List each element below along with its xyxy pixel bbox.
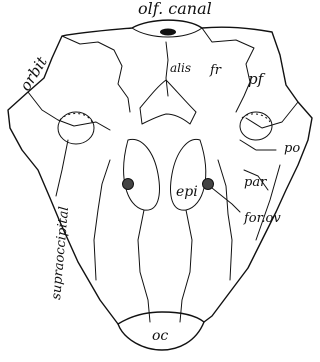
label-pf: pf (248, 70, 266, 88)
olfactory-canal (132, 28, 202, 37)
occipital-condyle (118, 312, 204, 324)
label-olfactory-canal: olf. canal (138, 0, 212, 18)
label-alis: alis (170, 61, 191, 75)
epiotic-left (123, 139, 160, 210)
skull-outline (8, 20, 312, 350)
olfactory-canal-opening (160, 29, 176, 36)
label-oc: oc (152, 328, 168, 344)
alisphenoid-region (140, 80, 196, 124)
label-fr: fr (209, 63, 222, 78)
label-for-ov: for.ov (243, 211, 281, 226)
foramen-ovale-left (123, 179, 134, 190)
label-po: po (284, 141, 300, 156)
label-par: par (244, 175, 267, 190)
orbit-opening-left (58, 112, 94, 144)
basicranial-lines (138, 210, 192, 322)
label-epi: epi (176, 184, 198, 200)
label-supraoccipital: supraoccipital (49, 206, 72, 300)
